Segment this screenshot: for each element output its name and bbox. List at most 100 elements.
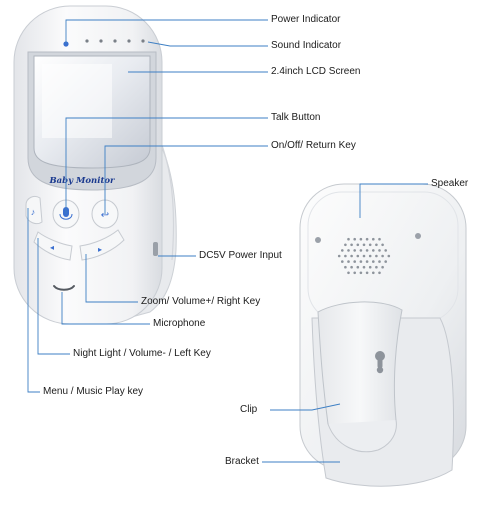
speaker-hole [372,260,375,263]
callout-clip: Clip [240,404,258,415]
callout-zoom-volume-right-key: Zoom/ Volume+/ Right Key [141,296,261,307]
speaker-grill [337,237,391,275]
screen-glare [42,64,112,138]
speaker-hole [381,243,384,247]
speaker-hole [356,265,360,269]
speaker-hole [378,271,381,275]
right-arrow-icon: ▸ [98,245,102,254]
clip-lower-lip [327,419,397,453]
speaker-hole [381,254,384,258]
speaker-hole [350,243,353,247]
speaker-hole [341,249,344,252]
leader-sound-indicator [147,41,268,47]
sound-led-2 [99,39,103,43]
callout-power-indicator: Power Indicator [271,14,341,25]
speaker-hole [365,271,369,275]
callout-speaker: Speaker [431,178,469,189]
speaker-hole [362,265,366,269]
callout-bracket: Bracket [225,456,259,467]
microphone-icon [53,285,75,291]
speaker-hole [362,254,366,258]
leader-talk-button [65,117,268,214]
leader-zoom [85,254,138,303]
screw-left [315,237,321,243]
clip-shape [317,301,403,432]
speaker-hole [347,260,350,263]
speaker-hole [384,249,388,252]
speaker-hole [387,254,391,258]
screw-right [415,233,421,239]
left-key [33,231,73,261]
sound-led-3 [113,39,117,43]
sound-led-5 [141,39,145,43]
return-icon: ↩ [101,210,109,221]
speaker-hole [372,249,375,252]
button-cluster: ♪ ↩ ◂ ▸ [25,195,125,261]
dc-port [153,242,158,256]
callout-night-light-volume-left-key: Night Light / Volume- / Left Key [73,348,211,359]
leader-on-off [104,145,268,214]
speaker-hole [353,271,357,275]
callout-microphone: Microphone [153,318,206,329]
speaker-hole [368,254,372,258]
right-key [79,229,125,261]
speaker-hole [347,271,350,275]
speaker-hole [359,237,363,241]
speaker-hole [378,237,381,241]
speaker-hole [375,254,378,258]
speaker-hole [344,265,347,269]
device-brand-text: Baby Monitor [48,176,115,186]
speaker-hole [356,254,360,258]
speaker-hole [368,265,372,269]
callout-lcd-screen: 2.4inch LCD Screen [271,66,361,77]
speaker-hole [341,260,344,263]
callout-talk-button: Talk Button [271,112,321,123]
speaker-hole [347,249,350,252]
speaker-hole [372,271,375,275]
leader-microphone [61,292,150,325]
speaker-hole [350,254,353,258]
speaker-hole [378,249,381,252]
speaker-hole [365,260,369,263]
stand-leg-edge [159,139,175,261]
leader-lines [27,19,428,463]
music-note-icon: ♪ [31,207,36,217]
left-arrow-icon: ◂ [50,243,54,252]
speaker-hole [378,260,381,263]
leader-clip [270,403,341,411]
keyhole-bottom [376,366,384,374]
leader-menu [27,208,40,393]
callout-menu-music-play-key: Menu / Music Play key [43,386,144,397]
speaker-hole [347,237,350,241]
leader-power-indicator [65,19,268,44]
callout-dc5v-power-input: DC5V Power Input [199,250,282,261]
speaker-hole [344,243,347,247]
speaker-hole [356,243,360,247]
speaker-hole [359,260,363,263]
speaker-hole [359,249,363,252]
leader-speaker [359,183,428,218]
sound-led-4 [127,39,131,43]
speaker-hole [353,249,357,252]
leader-night-light [37,238,70,355]
speaker-hole [375,265,378,269]
speaker-hole [365,237,369,241]
speaker-hole [350,265,353,269]
callout-on-off-return-key: On/Off/ Return Key [271,140,356,151]
speaker-hole [372,237,375,241]
speaker-hole [344,254,347,258]
speaker-hole [359,271,363,275]
speaker-hole [384,260,388,263]
speaker-hole [368,243,372,247]
sound-led-1 [85,39,89,43]
speaker-hole [337,254,341,258]
speaker-hole [381,265,384,269]
keyhole-slot [377,356,383,368]
speaker-hole [362,243,366,247]
speaker-hole [375,243,378,247]
speaker-hole [353,237,357,241]
callout-sound-indicator: Sound Indicator [271,40,342,51]
speaker-hole [365,249,369,252]
